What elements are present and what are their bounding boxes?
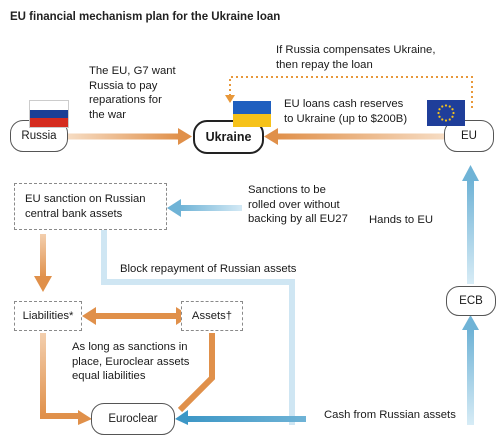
repay-dotted-arrowhead [225, 95, 235, 103]
liabilities-label: Liabilities* [22, 309, 74, 322]
sanctions-rolled-line-1: Sanctions to be [248, 184, 326, 196]
assets-box: Assets† [181, 301, 243, 331]
sanction-to-liabilities-arrowhead [34, 276, 52, 292]
cash-to-euroclear-arrow-shaft [186, 416, 306, 422]
russia-to-ukraine-arrow-shaft [68, 133, 180, 140]
eu-star [438, 115, 441, 118]
eu-loans-text: EU loans cash reserves to Ukraine (up to… [284, 97, 407, 126]
russia-to-ukraine-arrowhead [178, 128, 192, 145]
sanction-to-liabilities-arrow-shaft [40, 234, 46, 278]
as-long-as-text: As long as sanctions in place, Euroclear… [72, 340, 189, 384]
compensate-line-1: If Russia compensates Ukraine, [276, 44, 436, 56]
liabilities-box: Liabilities* [14, 301, 82, 331]
block-repayment-frame [101, 230, 295, 425]
as-long-as-line-3: equal liabilities [72, 370, 146, 382]
eu-star [451, 108, 454, 111]
eu-star [438, 108, 441, 111]
cash-to-ecb-arrow-shaft [467, 330, 474, 425]
eu-loans-line-2: to Ukraine (up to $200B) [284, 112, 408, 125]
g7-want-text: The EU, G7 want Russia to pay reparation… [89, 64, 176, 122]
sanction-box: EU sanction on Russian central bank asse… [14, 183, 167, 230]
eu-star [448, 105, 451, 108]
eu-star [444, 104, 448, 107]
chart-title: EU financial mechanism plan for the Ukra… [10, 11, 281, 23]
sanctions-rolled-line-3: backing by all EU27 [248, 213, 348, 225]
as-long-as-line-2: place, Euroclear assets [72, 355, 190, 368]
g7-want-line-1: The EU, G7 want [89, 65, 176, 77]
assets-to-euroclear-connector [177, 333, 215, 413]
cash-to-ecb-arrowhead [462, 315, 479, 330]
compensate-text: If Russia compensates Ukraine, then repa… [276, 43, 435, 72]
eu-star [452, 111, 455, 115]
as-long-as-line-1: As long as sanctions in [72, 341, 188, 353]
cash-from-text: Cash from Russian assets [324, 409, 456, 421]
ecb-to-eu-arrow-shaft [467, 180, 474, 284]
g7-want-line-2: Russia to pay [89, 79, 158, 92]
eu-star [441, 105, 444, 108]
russia-flag-icon [30, 101, 68, 127]
ecb-node: ECB [446, 286, 496, 316]
liabilities-to-euroclear-connector [40, 333, 80, 419]
euroclear-node: Euroclear [91, 403, 175, 435]
eu-flag-icon [427, 100, 465, 126]
g7-want-line-4: the war [89, 108, 127, 121]
liabilities-to-euroclear-arrowhead [78, 410, 92, 425]
eu-loans-line-1: EU loans cash reserves [284, 98, 404, 110]
repay-dotted-connector [229, 76, 473, 108]
eu-stars-icon [437, 104, 455, 122]
eu-star [437, 111, 440, 115]
assets-label: Assets† [191, 309, 233, 322]
sanctions-rolled-line-2: rolled over without [248, 198, 340, 211]
ecb-label: ECB [459, 295, 483, 307]
g7-want-line-3: reparations for [89, 94, 162, 106]
eu-to-ukraine-arrow-shaft [276, 133, 444, 140]
sanction-line-2: central bank assets [25, 207, 123, 220]
compensate-line-2: then repay the loan [276, 58, 373, 71]
sanction-line-1: EU sanction on Russian [25, 193, 146, 205]
cash-to-euroclear-arrowhead [175, 410, 188, 425]
rollover-arrow-shaft [180, 205, 242, 211]
eu-star [441, 118, 444, 121]
block-repayment-text: Block repayment of Russian assets [120, 263, 297, 275]
eu-to-ukraine-arrowhead [264, 128, 278, 145]
ukraine-label: Ukraine [205, 130, 252, 144]
rollover-arrowhead [167, 199, 181, 217]
eu-star [448, 118, 451, 121]
ecb-to-eu-arrowhead [462, 165, 479, 181]
eu-star [451, 115, 454, 118]
euroclear-label: Euroclear [108, 413, 158, 425]
hands-to-eu-text: Hands to EU [369, 214, 434, 226]
ukraine-flag-icon [233, 101, 271, 127]
liabilities-assets-arrowhead-left [82, 307, 96, 325]
diagram-connectors [34, 76, 479, 425]
liabilities-assets-arrow-shaft [94, 313, 178, 319]
eu-star [444, 119, 448, 122]
eu-label: EU [461, 130, 477, 142]
sanctions-rolled-text: Sanctions to be rolled over without back… [248, 183, 348, 227]
russia-label: Russia [21, 130, 57, 142]
